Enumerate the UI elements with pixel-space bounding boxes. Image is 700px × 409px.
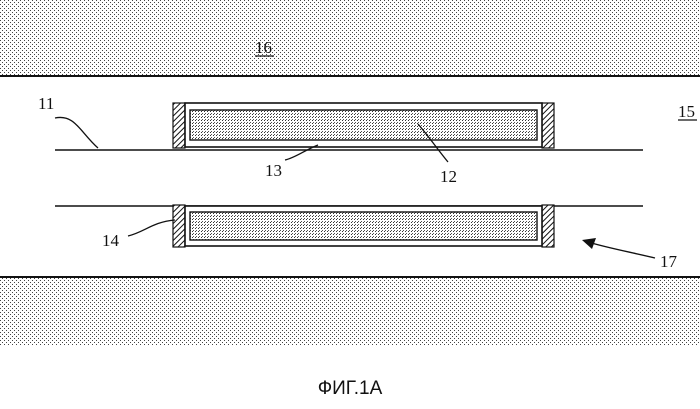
label-16: 16 (255, 38, 272, 57)
lower-end-cap-right (542, 205, 554, 247)
label-12: 12 (440, 167, 457, 186)
upper-end-cap-right (542, 103, 554, 148)
upper-formation (0, 0, 700, 76)
label-11: 11 (38, 94, 54, 113)
figure-caption: ФИГ.1А (318, 378, 383, 399)
lower-formation (0, 277, 700, 345)
lower-sleeve (173, 205, 554, 247)
upper-sleeve-core (190, 110, 537, 140)
upper-end-cap-left (173, 103, 185, 148)
arrow-17 (582, 238, 655, 258)
lower-sleeve-core (190, 212, 537, 240)
lower-end-cap-left (173, 205, 185, 247)
label-17: 17 (660, 252, 678, 271)
label-14: 14 (102, 231, 120, 250)
leader-11 (55, 117, 98, 148)
upper-sleeve (173, 103, 554, 148)
label-13: 13 (265, 161, 282, 180)
label-15: 15 (678, 102, 695, 121)
leader-14 (128, 220, 175, 236)
